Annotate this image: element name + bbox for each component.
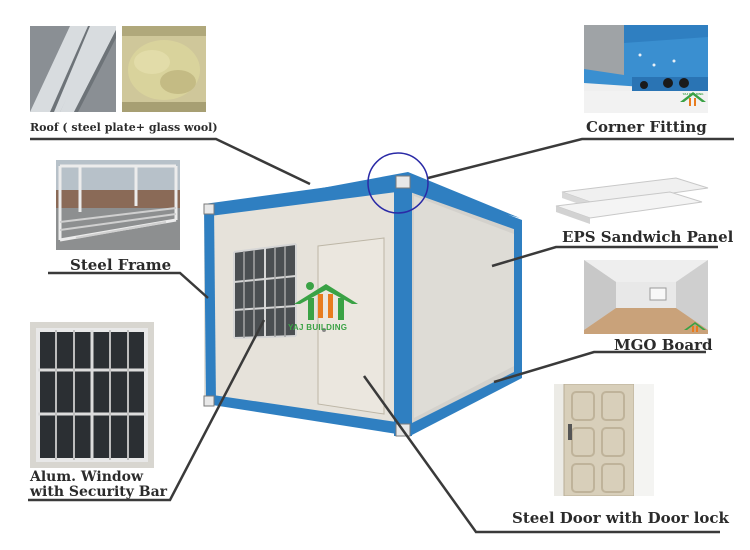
eps-panel-label: EPS Sandwich Panel <box>562 228 734 246</box>
window-label-line1: Alum. Window <box>30 469 144 485</box>
yaj-logo-text: YAJ BUILDING <box>288 323 348 332</box>
mgo-board-photo <box>584 260 708 334</box>
corner-fitting-label: Corner Fitting <box>586 118 707 136</box>
door-photo <box>554 384 654 496</box>
mgo-board-label: MGO Board <box>614 336 713 354</box>
yaj-logo-icon <box>294 282 358 320</box>
glass-wool-photo <box>122 26 206 112</box>
eps-panel-photo <box>552 176 710 232</box>
steel-frame-photo <box>56 160 180 250</box>
window-label-line2: with Security Bar <box>30 484 168 500</box>
steel-frame-label: Steel Frame <box>70 256 172 274</box>
yaj-small-logo: YAJ BUILDING <box>680 92 706 112</box>
door-label: Steel Door with Door lock <box>512 509 729 527</box>
steel-plate-photo <box>30 26 116 112</box>
roof-label: Roof ( steel plate+ glass wool) <box>30 121 218 134</box>
corner-fitting-photo <box>584 25 708 113</box>
window-photo <box>30 322 154 468</box>
